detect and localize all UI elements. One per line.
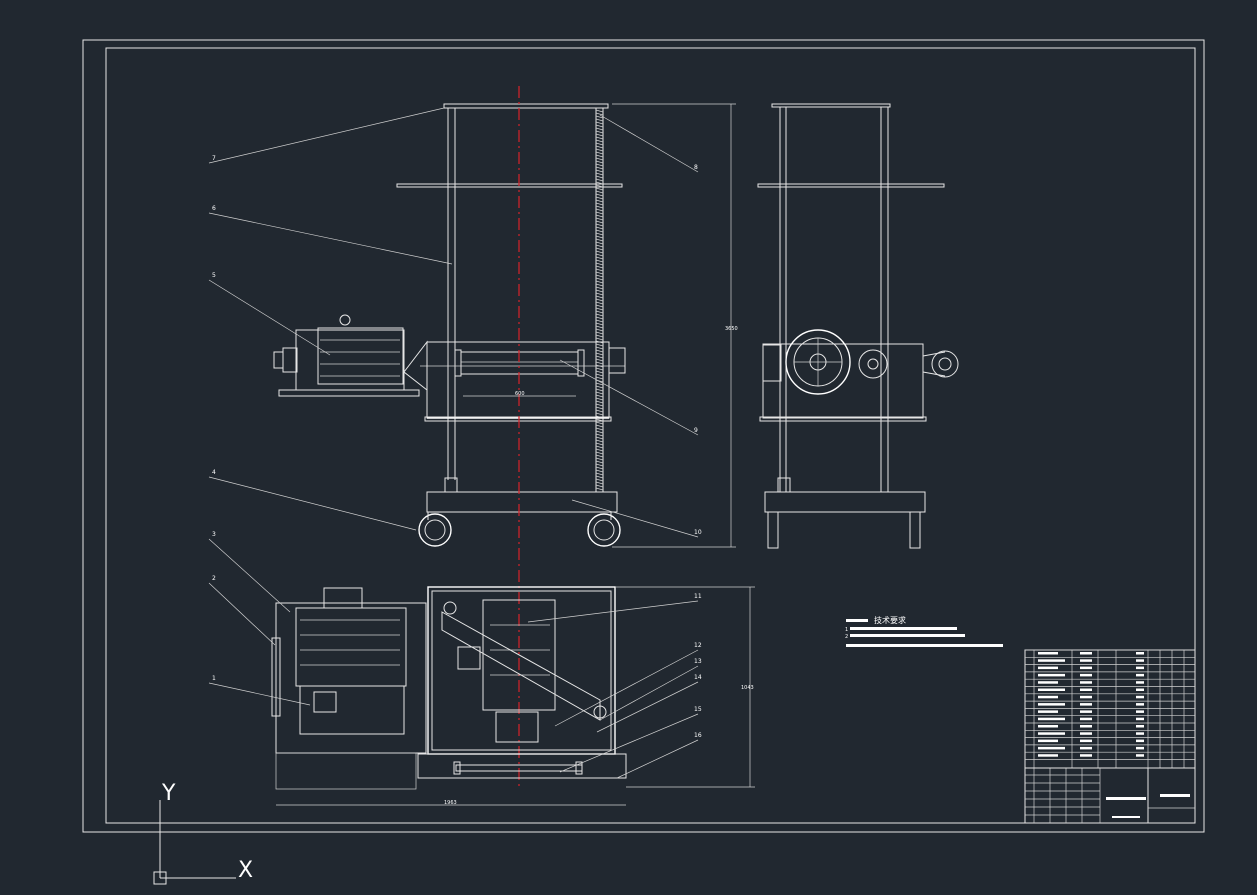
leader-line-10 — [571, 499, 699, 538]
leader-line-13 — [599, 665, 699, 721]
part-label-6: 6 — [212, 205, 216, 212]
leader-line-6 — [208, 212, 453, 265]
leader-line-1 — [208, 682, 311, 706]
leader-line-15 — [559, 713, 699, 773]
dimension-drum-width: 600 — [463, 391, 576, 397]
tech-req-item-2: 2 — [845, 634, 848, 640]
plan-view: 1963 1043 — [271, 586, 755, 806]
leader-line-16 — [616, 739, 699, 779]
leader-line-11 — [527, 600, 699, 623]
leader-line-7 — [208, 107, 445, 164]
part-label-11: 11 — [694, 593, 702, 600]
tech-req-title: 技术要求 — [874, 615, 906, 625]
front-view — [273, 103, 626, 547]
part-label-13: 13 — [694, 658, 702, 665]
part-label-15: 15 — [694, 706, 702, 713]
part-label-14: 14 — [694, 674, 702, 681]
ucs-y-label: Y — [161, 781, 176, 806]
part-label-7: 7 — [212, 155, 216, 162]
technical-requirements: 技术要求 1 2 — [845, 615, 1003, 647]
tech-req-item-1: 1 — [845, 627, 848, 633]
part-label-8: 8 — [694, 164, 698, 171]
part-label-4: 4 — [212, 469, 216, 476]
ucs-icon: Y X — [153, 781, 253, 885]
leader-line-2 — [208, 582, 276, 646]
dim-600-text: 600 — [515, 391, 525, 397]
dim-3650-text: 3650 — [725, 326, 738, 332]
part-label-10: 10 — [694, 529, 702, 536]
outer-border — [82, 39, 1205, 833]
side-view — [757, 103, 959, 549]
leader-line-3 — [208, 538, 291, 613]
part-label-5: 5 — [212, 272, 216, 279]
dim-1043-text: 1043 — [741, 685, 754, 691]
ucs-x-label: X — [238, 858, 253, 883]
part-label-1: 1 — [212, 675, 216, 682]
inner-border — [105, 47, 1196, 824]
part-label-16: 16 — [694, 732, 702, 739]
part-label-9: 9 — [694, 427, 698, 434]
leader-line-8 — [599, 114, 699, 173]
dimension-overall-height: 3650 — [612, 103, 738, 548]
leader-line-5 — [208, 279, 331, 356]
leader-line-9 — [559, 359, 699, 436]
leader-line-12 — [554, 649, 699, 727]
part-label-2: 2 — [212, 575, 216, 582]
part-label-12: 12 — [694, 642, 702, 649]
part-label-3: 3 — [212, 531, 216, 538]
title-block — [1024, 649, 1196, 824]
dim-1963-text: 1963 — [444, 800, 457, 806]
leader-line-14 — [596, 681, 699, 733]
leader-line-4 — [208, 476, 417, 531]
